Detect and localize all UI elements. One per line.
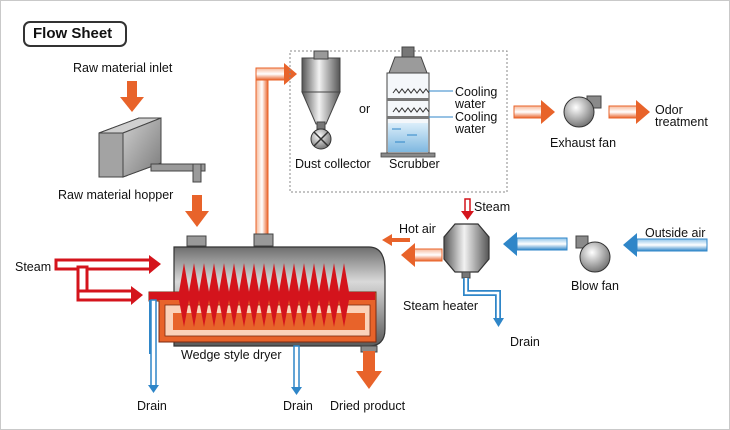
raw-material-inlet-label: Raw material inlet (73, 61, 173, 75)
cooling-water-label-2b: water (454, 122, 486, 136)
drain-mid-label: Drain (283, 399, 313, 413)
raw-material-hopper (98, 117, 206, 183)
steam-heater-drain-line (463, 278, 504, 327)
drain-left-label: Drain (137, 399, 167, 413)
steam-heater-drain-label: Drain (510, 335, 540, 349)
dust-collector (301, 50, 341, 150)
steam-inlet-pipes (54, 255, 161, 305)
exhaust-pipe (255, 63, 297, 236)
raw-material-hopper-label: Raw material hopper (58, 188, 173, 202)
odor-treatment-label-2: treatment (655, 115, 708, 129)
outside-air-label: Outside air (645, 226, 705, 240)
wedge-style-dryer-label: Wedge style dryer (181, 348, 282, 362)
steam-heater (443, 223, 490, 279)
collector-option-box (289, 50, 508, 193)
or-label: or (359, 102, 370, 116)
hot-air-label: Hot air (399, 222, 436, 236)
wedge-style-dryer (148, 233, 386, 354)
steam-heater-inlet-arrow (461, 198, 474, 220)
odor-flow-arrow (608, 100, 650, 124)
steam-left-label: Steam (15, 260, 51, 274)
steam-heater-top-label: Steam (474, 200, 510, 214)
scrubber-label: Scrubber (389, 157, 440, 171)
cooling-water-label-1b: water (454, 97, 486, 111)
exhaust-flow-arrow (513, 100, 555, 124)
steam-heater-label: Steam heater (403, 299, 478, 313)
scrubber (380, 46, 453, 158)
hot-air-arrow (382, 234, 443, 267)
drain-mid-line (291, 345, 302, 395)
blow-fan (575, 235, 611, 273)
odor-treatment-label-1: Odor (655, 103, 683, 117)
hopper-feed-arrow (185, 195, 209, 227)
dust-collector-label: Dust collector (295, 157, 371, 171)
drain-left-line (148, 299, 159, 393)
exhaust-fan-label: Exhaust fan (550, 136, 616, 150)
cooling-water-label-2a: Cooling (455, 110, 497, 124)
dried-product-label: Dried product (330, 399, 406, 413)
cooling-water-label-1a: Cooling (455, 85, 497, 99)
exhaust-fan (563, 95, 602, 128)
page-title: Flow Sheet (23, 21, 127, 47)
blow-air-arrow (503, 232, 568, 256)
raw-material-inlet-arrow (120, 81, 144, 112)
outside-air-arrow (623, 233, 708, 257)
blow-fan-label: Blow fan (571, 279, 619, 293)
dried-product-arrow (356, 351, 382, 389)
